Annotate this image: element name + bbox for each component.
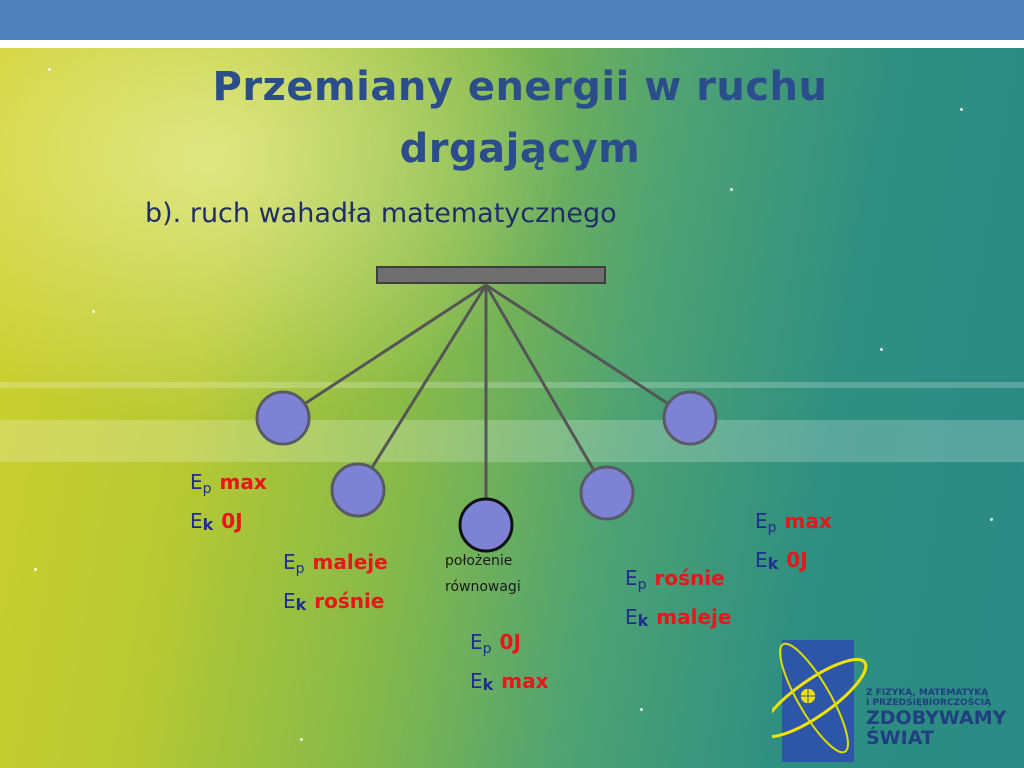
pendulum-strings — [282, 283, 691, 525]
logo-orbit — [779, 642, 849, 754]
star-decoration — [960, 108, 963, 111]
logo-text: Z FIZYKĄ, MATEMATYKĄ I PRZEDSIĘBIORCZOŚC… — [866, 688, 1006, 748]
pendulum-bob — [255, 390, 311, 446]
logo-orbit — [772, 658, 868, 738]
star-decoration — [48, 68, 51, 71]
project-logo — [772, 640, 868, 762]
star-decoration — [880, 348, 883, 351]
pendulum-bob-equilibrium — [458, 497, 514, 553]
star-decoration — [640, 708, 643, 711]
pendulum-string — [282, 283, 487, 420]
logo-text-line3: ZDOBYWAMY — [866, 707, 1007, 729]
star-decoration — [990, 518, 993, 521]
equilibrium-label-line1: położenie — [445, 553, 513, 569]
pendulum-bob — [579, 465, 635, 521]
logo-text-line1: Z FIZYKĄ, MATEMATYKĄ — [866, 688, 989, 698]
logo-text-line2: I PRZEDSIĘBIORCZOŚCIĄ — [866, 698, 992, 708]
logo-text-line4: ŚWIAT — [866, 727, 934, 749]
slide-subtitle: b). ruch wahadła matematycznego — [145, 198, 617, 229]
star-decoration — [730, 188, 733, 191]
equilibrium-label: położenie równowagi — [445, 548, 521, 600]
slide-title: Przemiany energii w ruchu drgającym — [212, 64, 828, 172]
pendulum-support-bar — [376, 266, 606, 284]
star-decoration — [92, 310, 95, 313]
logo-panel — [782, 640, 854, 762]
pendulum-bob — [330, 462, 386, 518]
star-decoration — [300, 738, 303, 741]
star-decoration — [34, 568, 37, 571]
pendulum-string — [356, 284, 488, 491]
light-band-thin — [0, 382, 1024, 388]
pendulum-string — [485, 283, 691, 420]
pendulum-string — [484, 284, 609, 494]
top-accent-bar — [0, 0, 1024, 40]
pendulum-bob — [662, 390, 718, 446]
light-band-wide — [0, 420, 1024, 462]
equilibrium-label-line2: równowagi — [445, 579, 521, 595]
